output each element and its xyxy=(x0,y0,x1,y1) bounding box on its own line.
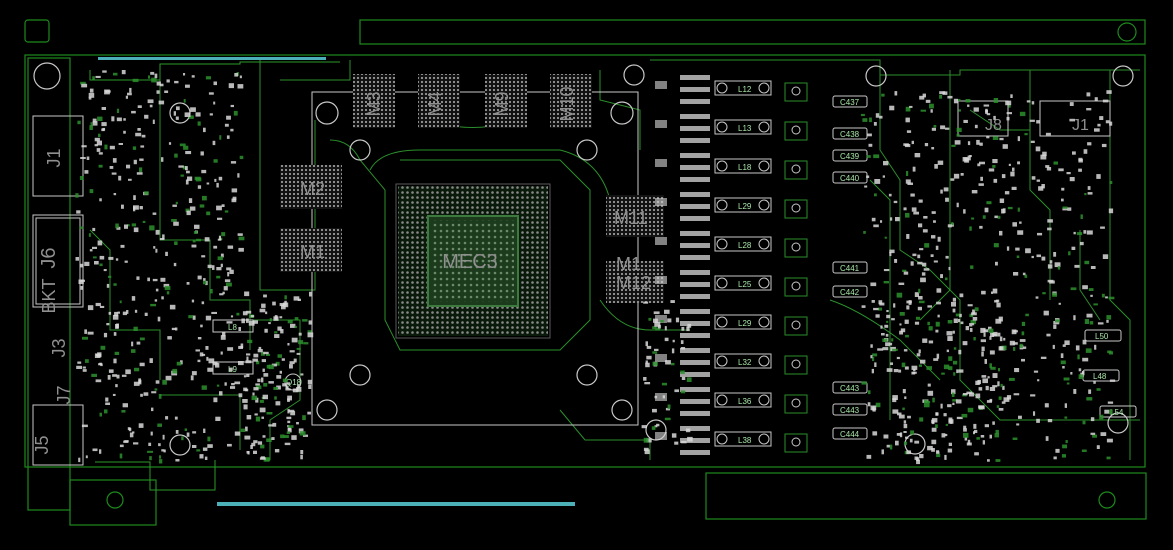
inductor: L36 xyxy=(655,387,808,416)
inductor-label: L25 xyxy=(738,280,752,289)
inductor: L18 xyxy=(655,153,808,182)
inductor: L28 xyxy=(655,231,808,260)
inductor: L32 xyxy=(655,348,808,377)
capacitor-label: C440 xyxy=(840,174,860,183)
m10-label: M10 xyxy=(557,86,577,121)
capacitor-label: C443 xyxy=(840,384,860,393)
small-inductor-label: L48 xyxy=(1093,372,1107,381)
capacitor: C444 xyxy=(832,427,868,440)
capacitor: C443 xyxy=(832,403,868,416)
capacitor-label: C441 xyxy=(840,264,860,273)
inductor-label: L29 xyxy=(738,319,752,328)
m3-label: M3 xyxy=(364,91,384,116)
pcie-top-connector xyxy=(98,57,326,60)
capacitor: C440 xyxy=(832,171,868,184)
q18-label: Q18 xyxy=(286,378,302,387)
j3-label: J3 xyxy=(49,338,69,357)
gpu-label: MEC3 xyxy=(442,251,498,273)
capacitor: C438 xyxy=(832,127,868,140)
inductor: L29 xyxy=(655,309,808,338)
inductor-label: L29 xyxy=(738,202,752,211)
inductor: L13 xyxy=(655,114,808,143)
inductor: L29 xyxy=(655,192,808,221)
gpu-module xyxy=(311,91,639,426)
j5-label: J5 xyxy=(32,435,52,454)
inductor: L25 xyxy=(655,270,808,299)
capacitor-label: C437 xyxy=(840,98,860,107)
inductor-label: L12 xyxy=(738,85,752,94)
inductor-label: L32 xyxy=(738,358,752,367)
smd-components xyxy=(75,70,1116,465)
memory-chips: M3 M4 M9 M10 M2 M1 M11 M1 M12 xyxy=(280,74,664,303)
capacitor: C437 xyxy=(832,95,868,108)
inductor-label: L18 xyxy=(738,163,752,172)
capacitor-label: C443 xyxy=(840,406,860,415)
inductor-label: L38 xyxy=(738,436,752,445)
inductor-label: L13 xyxy=(738,124,752,133)
j1-label: J1 xyxy=(44,148,64,167)
capacitor: C439 xyxy=(832,149,868,162)
l9-label: L9 xyxy=(228,365,237,374)
inductor: L38 xyxy=(655,426,808,455)
j11-label: J1 xyxy=(1072,117,1089,134)
m1-label: M1 xyxy=(300,242,325,262)
j6-label: J6 xyxy=(38,247,60,268)
bkt-label: BKT xyxy=(39,278,59,313)
inductor-label: L36 xyxy=(738,397,752,406)
power-connectors: J8 J1 xyxy=(865,65,1134,455)
capacitor: C443 xyxy=(832,381,868,394)
board-outline xyxy=(24,19,1147,526)
m11-label: M11 xyxy=(614,208,648,228)
inductor: L12 xyxy=(655,75,808,104)
m9-label: M9 xyxy=(492,91,512,116)
j7-label: J7 xyxy=(54,385,74,404)
capacitor: C441 xyxy=(832,261,868,274)
gpu-chip: MEC3 xyxy=(395,183,551,339)
inductor-label: L28 xyxy=(738,241,752,250)
j8-label: J8 xyxy=(985,117,1002,134)
pcie-edge-connector xyxy=(217,502,575,506)
m12-label: M12 xyxy=(616,273,651,293)
l8-label: L8 xyxy=(228,323,237,332)
small-inductor-label: L54 xyxy=(1110,408,1124,417)
small-inductor: L48 xyxy=(1082,369,1120,382)
m12-alt-label: M1 xyxy=(616,254,641,274)
small-inductor-label: L50 xyxy=(1095,332,1109,341)
capacitor-label: C444 xyxy=(840,430,860,439)
small-inductor: L54 xyxy=(1099,405,1137,418)
small-inductor: L50 xyxy=(1084,329,1122,342)
m4-label: M4 xyxy=(425,91,445,116)
capacitor-label: C442 xyxy=(840,288,860,297)
io-connectors: J1 J6 BKT J3 J7 J5 xyxy=(32,62,667,466)
m2-label: M2 xyxy=(300,179,325,199)
capacitor-label: C438 xyxy=(840,130,860,139)
capacitor: C442 xyxy=(832,285,868,298)
capacitor-label: C439 xyxy=(840,152,860,161)
